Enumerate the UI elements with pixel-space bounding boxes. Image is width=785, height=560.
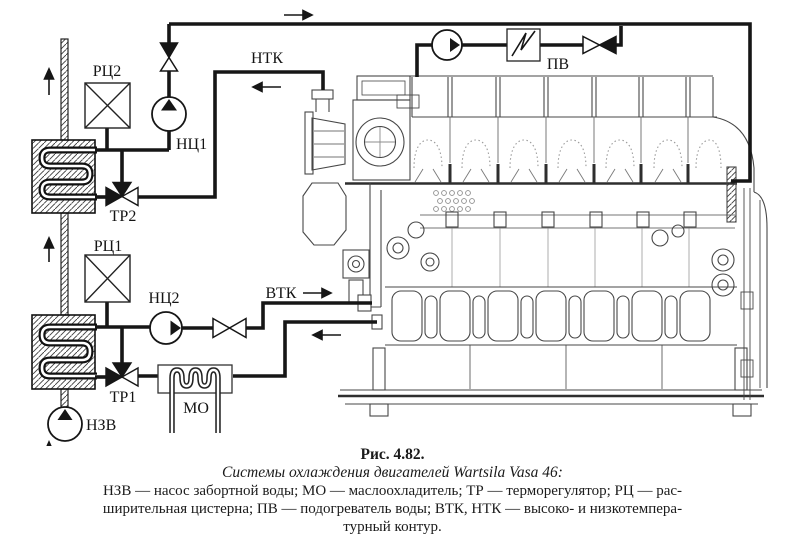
crankcase-covers <box>391 290 711 342</box>
pump-pv-icon <box>431 29 463 61</box>
figure-title: Системы охлаждения двигателей Wartsila V… <box>222 464 563 481</box>
turbocharger <box>352 75 420 181</box>
figure-number: Рис. 4.82. <box>360 446 425 463</box>
manifold-supports <box>448 164 690 183</box>
shutoff-valve-icon <box>159 42 179 72</box>
label-mo: МО <box>183 400 209 417</box>
expansion-tank-rc1 <box>84 254 131 303</box>
flow-arrow-return-left <box>311 329 341 341</box>
label-tr2: ТР2 <box>110 208 137 225</box>
flow-arrow-right-top <box>284 9 314 21</box>
label-ntk: НТК <box>251 50 283 67</box>
vtk-supply-line <box>246 301 372 330</box>
exhaust-bells <box>413 139 722 169</box>
thermoregulator-tr2-icon <box>105 181 139 207</box>
thermoregulator-tr1-icon <box>105 362 139 388</box>
label-nzv: НЗВ <box>86 417 116 434</box>
label-pv: ПВ <box>547 56 569 73</box>
water-heater-pv-icon <box>506 28 541 62</box>
central-cooler-upper <box>31 139 97 214</box>
ntk-return-line <box>137 70 325 199</box>
pump-nc1-icon <box>151 96 187 132</box>
central-cooler-lower <box>31 314 97 390</box>
damper-housing <box>302 182 347 246</box>
label-nc1: НЦ1 <box>176 136 207 153</box>
flow-arrow-sea-up-2 <box>43 236 55 262</box>
front-gear-circles <box>347 221 440 273</box>
pump-nc2-icon <box>149 311 183 345</box>
engine-illustration <box>302 75 768 417</box>
legend-line: турный контур. <box>343 519 442 535</box>
legend-line: НЗВ — насос забортной воды; МО — маслоох… <box>102 483 683 499</box>
engine-feet <box>369 345 752 417</box>
flow-arrow-vtk-right <box>303 287 333 299</box>
label-vtk: ВТК <box>266 285 297 302</box>
flow-arrow-ntk-left <box>251 81 281 93</box>
label-nc2: НЦ2 <box>148 290 179 307</box>
engine-rear-end <box>712 116 768 400</box>
expansion-tank-rc2 <box>84 82 131 129</box>
heater-loop-line <box>415 26 623 77</box>
label-rc1: РЦ1 <box>94 238 122 255</box>
ntk-supply-line <box>169 22 752 183</box>
check-valve-icon <box>582 35 617 55</box>
figure-legend: НЗВ — насос забортной воды; МО — маслоох… <box>0 482 785 536</box>
label-rc2: РЦ2 <box>93 63 121 80</box>
cooling-diagram: РЦ2 НЦ1 ТР2 НТК РЦ1 НЦ2 ВТК ТР1 МО НЗВ П… <box>31 9 768 468</box>
exhaust-funnels <box>414 168 682 183</box>
label-tr1: ТР1 <box>110 389 137 406</box>
injection-cluster <box>433 190 475 212</box>
figure-caption: Рис. 4.82. Системы охлаждения двигателей… <box>0 444 785 536</box>
intake-duct <box>304 89 346 175</box>
gate-valve-icon <box>212 317 247 339</box>
legend-line: ширительная цистерна; ПВ — подогреватель… <box>102 501 683 517</box>
oil-cooler-mo <box>157 364 233 433</box>
pump-nzv-icon <box>47 406 83 442</box>
flow-arrow-sea-up-1 <box>43 67 55 95</box>
pump-body-row <box>445 211 697 228</box>
receiver-dividers <box>447 77 691 117</box>
vtk-return-line <box>233 320 377 378</box>
rear-gear-circles <box>651 224 735 297</box>
manifold-stems <box>449 117 689 163</box>
